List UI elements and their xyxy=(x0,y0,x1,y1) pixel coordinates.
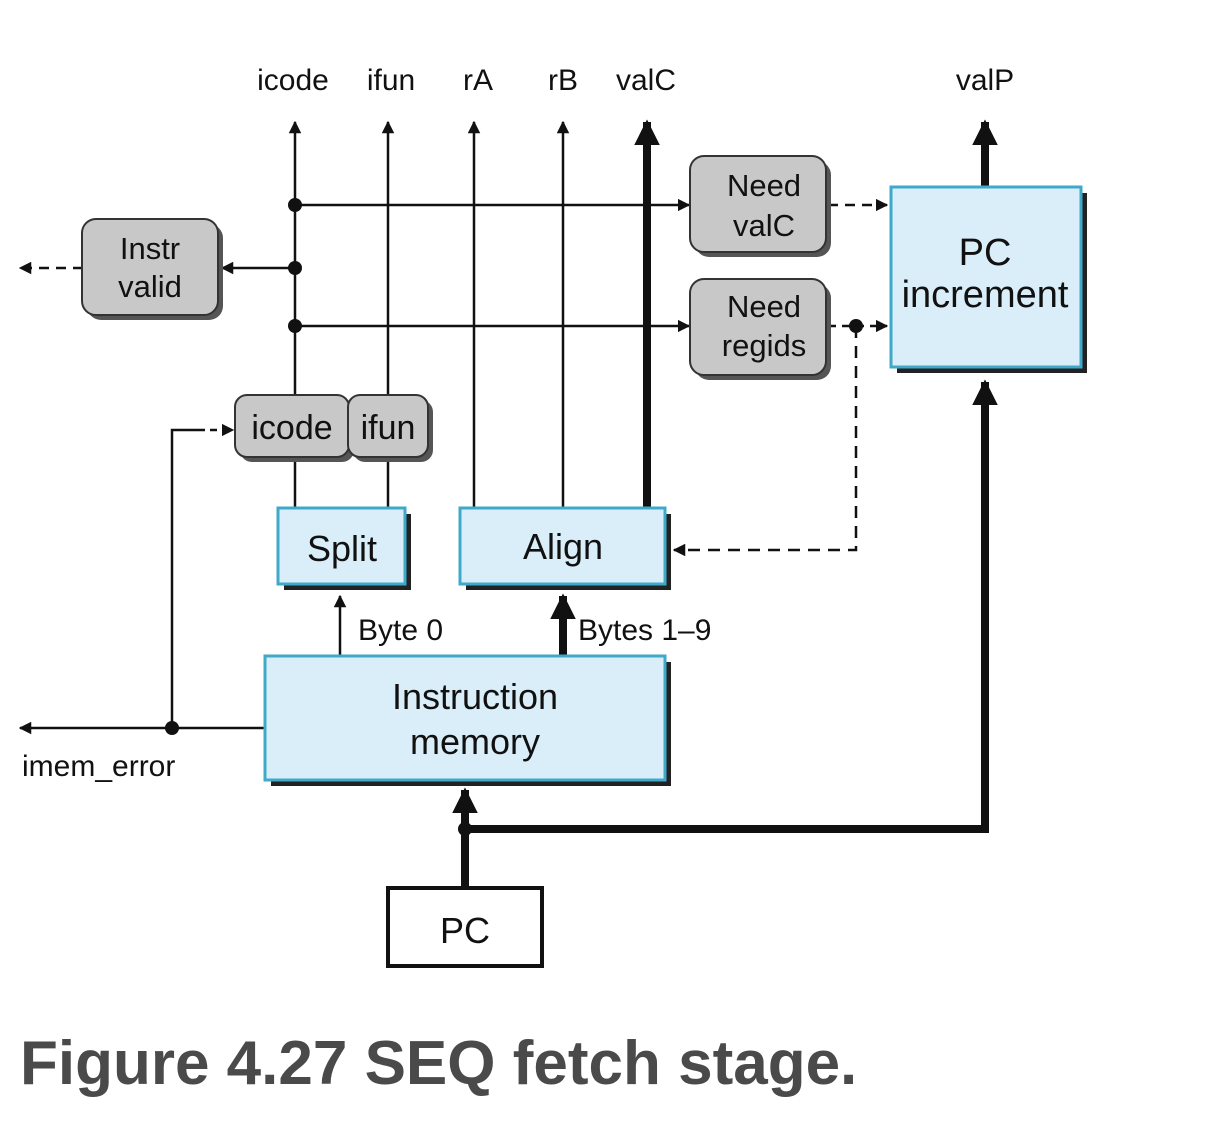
svg-text:Align: Align xyxy=(523,526,603,567)
pc-increment-block: PC increment xyxy=(889,185,1087,373)
pc-register: PC xyxy=(386,886,544,968)
signal-label-valc: valC xyxy=(616,64,676,97)
svg-text:memory: memory xyxy=(410,721,540,762)
svg-text:ifun: ifun xyxy=(361,409,416,447)
signal-label-ifun: ifun xyxy=(367,64,415,97)
svg-text:regids: regids xyxy=(722,328,806,363)
svg-text:Split: Split xyxy=(307,528,377,569)
signal-label-ra: rA xyxy=(463,64,493,97)
svg-text:Instr: Instr xyxy=(120,231,180,266)
svg-text:Instruction: Instruction xyxy=(392,676,558,717)
wire-pc-to-pc-increment xyxy=(465,379,998,833)
wires xyxy=(18,119,998,888)
svg-text:icode: icode xyxy=(251,409,332,447)
svg-text:Need: Need xyxy=(727,289,801,324)
instruction-memory-block: Instruction memory xyxy=(263,654,671,786)
svg-text:valC: valC xyxy=(733,208,795,243)
junction-dots xyxy=(165,198,863,836)
signal-label-rb: rB xyxy=(548,64,578,97)
svg-text:increment: increment xyxy=(902,274,1069,316)
signal-label-valp: valP xyxy=(956,64,1014,97)
need-valc-block: Need valC xyxy=(689,155,831,257)
byte0-label: Byte 0 xyxy=(358,614,443,647)
svg-text:valid: valid xyxy=(118,269,182,304)
align-block: Align xyxy=(458,506,671,590)
split-block: Split xyxy=(276,506,411,590)
bytes1-9-label: Bytes 1–9 xyxy=(578,614,711,647)
wire-imem-error-to-icode xyxy=(170,428,198,728)
need-regids-block: Need regids xyxy=(689,278,831,380)
signal-label-icode: icode xyxy=(257,64,329,97)
instr-valid-block: Instr valid xyxy=(81,218,223,320)
svg-text:PC: PC xyxy=(959,232,1012,274)
fetch-stage-diagram: icode ifun rA rB valC valP xyxy=(18,64,1087,968)
wire-need-regids-to-align xyxy=(672,326,858,557)
ifun-register: ifun xyxy=(347,394,433,462)
svg-text:Need: Need xyxy=(727,168,801,203)
figure-caption: Figure 4.27 SEQ fetch stage. xyxy=(20,1029,858,1098)
icode-register: icode xyxy=(234,394,354,462)
imem-error-label: imem_error xyxy=(22,750,175,783)
svg-text:PC: PC xyxy=(440,910,490,951)
